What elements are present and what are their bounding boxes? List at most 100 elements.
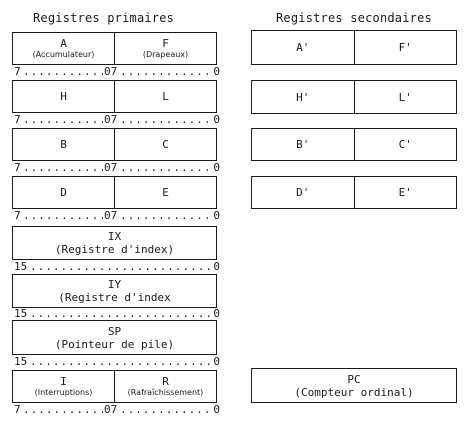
register-b-name: B bbox=[60, 138, 67, 151]
register-c-alt: C' bbox=[353, 129, 457, 160]
register-d-alt: D' bbox=[252, 177, 354, 208]
register-l-alt: L' bbox=[353, 81, 457, 113]
register-de-alt: D' E' bbox=[251, 176, 457, 209]
register-l-alt-name: L' bbox=[398, 90, 412, 104]
register-h-name: H bbox=[60, 90, 67, 103]
bit-scale-de-left: 7 bbox=[14, 209, 21, 222]
register-d-name: D bbox=[60, 186, 67, 199]
bit-scale-hl-left: 7 bbox=[14, 113, 21, 126]
register-f-desc: (Drapeaux) bbox=[142, 50, 189, 59]
register-l-name: L bbox=[162, 90, 169, 103]
register-e: E bbox=[114, 177, 216, 208]
bit-scale-bc-mid-right: 0 bbox=[104, 161, 111, 174]
register-a-alt: A' bbox=[252, 31, 354, 64]
register-f-alt: F' bbox=[353, 31, 457, 64]
register-pc: PC (Compteur ordinal) bbox=[251, 368, 457, 403]
register-e-alt: E' bbox=[353, 177, 457, 208]
register-iy: IY (Registre d'index bbox=[12, 274, 217, 308]
register-bc: B C bbox=[12, 128, 217, 161]
register-af-alt: A' F' bbox=[251, 30, 457, 65]
bit-scale-hl-mid: 07 bbox=[104, 114, 117, 126]
register-iy-desc: (Registre d'index bbox=[58, 291, 171, 304]
register-r-name: R bbox=[162, 375, 169, 388]
bit-scale-hl: 7 .............................. 07 ....… bbox=[14, 113, 220, 126]
register-l: L bbox=[114, 81, 216, 112]
bit-scale-hl-mid-right: 0 bbox=[104, 113, 111, 126]
register-a: A (Accumulateur) bbox=[13, 33, 114, 64]
bit-scale-iy-left: 15 bbox=[14, 307, 28, 320]
register-sp-cell: SP (Pointeur de pile) bbox=[13, 321, 216, 354]
primary-registers-title: Registres primaires bbox=[33, 11, 175, 25]
bit-scale-hl-right: 0 bbox=[213, 113, 220, 126]
bit-scale-af-right: 0 bbox=[213, 65, 220, 78]
bit-scale-ir-left: 7 bbox=[14, 403, 21, 416]
register-a-alt-name: A' bbox=[296, 41, 310, 54]
register-hl-alt: H' L' bbox=[251, 80, 457, 114]
register-e-name: E bbox=[162, 186, 169, 199]
bit-scale-de-mid-left: 7 bbox=[110, 209, 118, 222]
bit-scale-af-mid-right: 0 bbox=[104, 65, 111, 78]
bit-scale-iy-right: 0 bbox=[213, 307, 220, 320]
register-b: B bbox=[13, 129, 114, 160]
register-a-desc: (Accumulateur) bbox=[32, 50, 95, 59]
register-ix: IX (Registre d'index) bbox=[12, 226, 217, 260]
register-d: D bbox=[13, 177, 114, 208]
register-af: A (Accumulateur) F (Drapeaux) bbox=[12, 32, 217, 65]
bit-scale-de: 7 .............................. 07 ....… bbox=[14, 209, 220, 222]
register-r-desc: (Rafraîchissement) bbox=[127, 388, 204, 397]
register-iy-cell: IY (Registre d'index bbox=[13, 275, 216, 307]
register-e-alt-name: E' bbox=[398, 186, 412, 199]
register-b-alt-name: B' bbox=[296, 138, 310, 151]
register-c: C bbox=[114, 129, 216, 160]
register-f-alt-name: F' bbox=[398, 41, 412, 54]
register-h-alt: H' bbox=[252, 81, 354, 113]
bit-scale-ix-left: 15 bbox=[14, 260, 28, 273]
bit-scale-iy: 15 .....................................… bbox=[14, 307, 220, 320]
bit-scale-ir-mid: 07 bbox=[104, 404, 117, 416]
bit-scale-de-mid: 07 bbox=[104, 210, 117, 222]
bit-scale-ix: 15 .....................................… bbox=[14, 260, 220, 273]
register-h: H bbox=[13, 81, 114, 112]
bit-scale-sp-left: 15 bbox=[14, 355, 28, 368]
register-ix-desc: (Registre d'index) bbox=[54, 243, 175, 256]
register-pc-name: PC bbox=[347, 372, 361, 386]
bit-scale-sp-right: 0 bbox=[213, 355, 220, 368]
register-d-alt-name: D' bbox=[296, 186, 310, 199]
bit-scale-ir-right: 0 bbox=[213, 403, 220, 416]
register-c-alt-name: C' bbox=[398, 138, 412, 151]
register-iy-name: IY bbox=[107, 278, 122, 291]
register-f: F (Drapeaux) bbox=[114, 33, 216, 64]
bit-scale-bc-mid: 07 bbox=[104, 162, 117, 174]
bit-scale-ir-mid-right: 0 bbox=[104, 403, 111, 416]
bit-scale-de-mid-right: 0 bbox=[104, 209, 111, 222]
register-i-desc: (Interruptions) bbox=[34, 388, 93, 397]
bit-scale-af-mid-left: 7 bbox=[110, 65, 118, 78]
register-de: D E bbox=[12, 176, 217, 209]
bit-scale-af-mid: 07 bbox=[104, 66, 117, 78]
register-b-alt: B' bbox=[252, 129, 354, 160]
secondary-registers-title: Registres secondaires bbox=[276, 11, 432, 25]
register-ix-cell: IX (Registre d'index) bbox=[13, 227, 216, 259]
bit-scale-ir-mid-left: 7 bbox=[110, 403, 118, 416]
bit-scale-bc-mid-left: 7 bbox=[110, 161, 118, 174]
bit-scale-af: 7 .............................. 07 ....… bbox=[14, 65, 220, 78]
bit-scale-ir: 7 .............................. 07 ....… bbox=[14, 403, 220, 416]
register-pc-desc: (Compteur ordinal) bbox=[294, 385, 414, 399]
register-r: R (Rafraîchissement) bbox=[114, 371, 216, 402]
bit-scale-ix-right: 0 bbox=[213, 260, 220, 273]
register-sp-name: SP bbox=[107, 324, 122, 338]
register-pc-cell: PC (Compteur ordinal) bbox=[252, 369, 456, 402]
register-sp: SP (Pointeur de pile) bbox=[12, 320, 217, 355]
bit-scale-bc-left: 7 bbox=[14, 161, 21, 174]
bit-scale-hl-mid-left: 7 bbox=[110, 113, 118, 126]
register-hl: H L bbox=[12, 80, 217, 113]
register-f-name: F bbox=[162, 37, 169, 50]
register-c-name: C bbox=[162, 138, 169, 151]
register-i: I (Interruptions) bbox=[13, 371, 114, 402]
register-ix-name: IX bbox=[107, 230, 122, 243]
register-sp-desc: (Pointeur de pile) bbox=[54, 337, 175, 351]
bit-scale-de-right: 0 bbox=[213, 209, 220, 222]
register-a-name: A bbox=[60, 37, 67, 50]
register-h-alt-name: H' bbox=[296, 90, 310, 104]
bit-scale-bc: 7 .............................. 07 ....… bbox=[14, 161, 220, 174]
